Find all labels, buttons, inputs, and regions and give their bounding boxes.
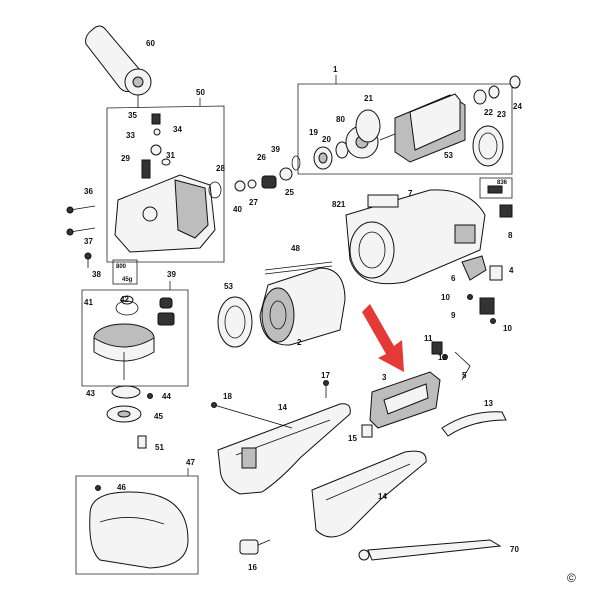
label-26: 26 [257, 153, 266, 162]
label-29: 29 [121, 154, 130, 163]
label-48: 48 [291, 244, 300, 253]
label-plate-821 [367, 194, 399, 208]
label-53-top: 53 [444, 151, 453, 160]
armature-group [297, 75, 513, 175]
label-44: 44 [162, 392, 171, 401]
label-45g: 45g [122, 277, 133, 283]
label-34: 34 [173, 125, 182, 134]
wrench-70 [358, 539, 502, 561]
rear-handle-lower [311, 450, 427, 538]
label-6: 6 [451, 274, 456, 283]
spindle-parts [234, 155, 301, 192]
label-16: 16 [248, 563, 257, 572]
label-4: 4 [509, 266, 514, 275]
brush-card-836 [479, 177, 513, 199]
label-7: 7 [408, 189, 413, 198]
label-836: 836 [497, 180, 508, 186]
label-80: 80 [336, 115, 345, 124]
label-47: 47 [186, 458, 195, 467]
flange-parts [106, 385, 153, 449]
label-10-lower: 10 [503, 324, 512, 333]
rear-handle-upper [217, 403, 351, 495]
label-50: 50 [196, 88, 205, 97]
screws-left [66, 205, 96, 268]
switch-3 [369, 371, 441, 429]
label-800: 800 [116, 264, 127, 270]
copyright-icon: © [567, 571, 576, 585]
label-21: 21 [364, 94, 373, 103]
part-15 [361, 424, 373, 438]
label-2: 2 [297, 338, 302, 347]
switch-parts [431, 255, 503, 381]
label-37: 37 [84, 237, 93, 246]
gear-case-group [106, 98, 225, 263]
label-3: 3 [382, 373, 387, 382]
label-70: 70 [510, 545, 519, 554]
cable-sleeve-13 [441, 411, 507, 437]
label-17: 17 [321, 371, 330, 380]
baffle-53 [217, 296, 253, 348]
label-35: 35 [128, 111, 137, 120]
capacitor-16 [239, 539, 271, 555]
label-28: 28 [216, 164, 225, 173]
label-20: 20 [322, 135, 331, 144]
label-11: 11 [424, 334, 433, 343]
field-coil [259, 267, 346, 346]
guard-box [75, 468, 199, 575]
label-18: 18 [223, 392, 232, 401]
label-39-left: 39 [167, 270, 176, 279]
label-9: 9 [451, 311, 456, 320]
label-821: 821 [332, 200, 346, 209]
label-39-top: 39 [271, 145, 280, 154]
label-24: 24 [513, 102, 522, 111]
label-31: 31 [166, 151, 175, 160]
label-22: 22 [484, 108, 493, 117]
part-8 [499, 204, 513, 218]
label-23: 23 [497, 110, 506, 119]
grease-tube [112, 259, 138, 285]
screws-17-18 [211, 380, 329, 429]
label-19: 19 [309, 128, 318, 137]
part-48 [264, 261, 333, 275]
label-33: 33 [126, 131, 135, 140]
label-43: 43 [86, 389, 95, 398]
label-15: 15 [348, 434, 357, 443]
label-38: 38 [92, 270, 101, 279]
label-41: 41 [84, 298, 93, 307]
red-arrow-icon [362, 304, 404, 372]
label-46: 46 [117, 483, 126, 492]
label-42: 42 [120, 295, 129, 304]
label-60: 60 [146, 39, 155, 48]
label-13: 13 [484, 399, 493, 408]
part-24 [509, 75, 521, 89]
label-14-upper: 14 [278, 403, 287, 412]
side-handle [85, 25, 152, 108]
label-14-lower: 14 [378, 492, 387, 501]
label-25: 25 [285, 188, 294, 197]
label-45: 45 [154, 412, 163, 421]
label-5: 5 [462, 371, 467, 380]
label-8: 8 [508, 231, 513, 240]
motor-housing [345, 189, 486, 285]
label-1: 1 [333, 65, 338, 74]
label-51: 51 [155, 443, 164, 452]
label-53-left: 53 [224, 282, 233, 291]
label-40: 40 [233, 205, 242, 214]
label-27: 27 [249, 198, 258, 207]
spindle-box [81, 281, 189, 387]
label-10-upper: 10 [441, 293, 450, 302]
label-12: 12 [438, 353, 447, 362]
label-36: 36 [84, 187, 93, 196]
